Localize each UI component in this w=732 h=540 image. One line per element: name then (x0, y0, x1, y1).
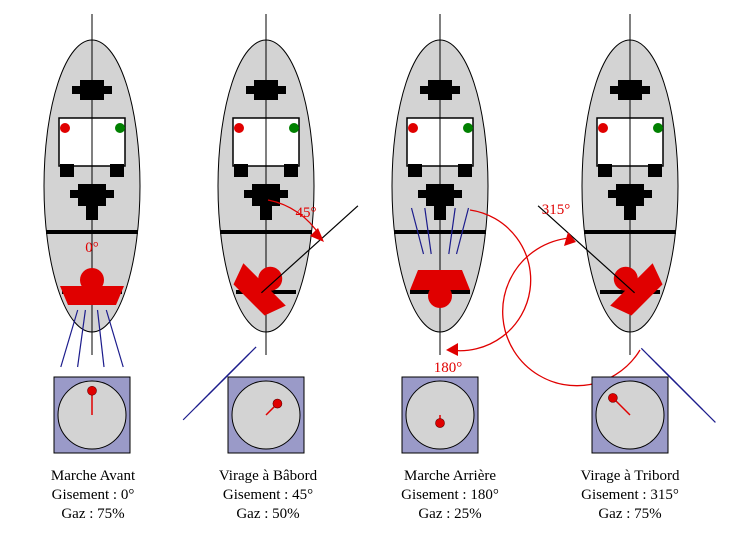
rudder-shroud (233, 263, 286, 316)
cabin-foot-left (408, 164, 422, 177)
caption-heading-line: Gisement : 315° (581, 487, 679, 503)
rudder-shroud (610, 263, 663, 316)
cabin-foot-left (60, 164, 74, 177)
caption-heading-line: Gisement : 45° (222, 487, 314, 503)
throttle-gauge (227, 376, 305, 454)
rudder-shroud (410, 270, 470, 290)
port-light (598, 123, 608, 133)
wake-line (448, 207, 456, 255)
port-light (234, 123, 244, 133)
angle-label: 0° (85, 240, 99, 256)
starboard-light (289, 123, 299, 133)
caption-throttle-line: Gaz : 25% (418, 506, 482, 522)
boat-panel-virage-babord: 45° (182, 14, 359, 454)
wake-line (424, 207, 432, 255)
wake-line (105, 309, 124, 368)
caption-title: Marche Avant (50, 468, 136, 484)
wake-line (410, 207, 425, 255)
cabin-foot-right (110, 164, 124, 177)
bearing-line (261, 205, 359, 294)
boat-panel-virage-tribord: 315° (502, 14, 716, 454)
cabin-foot-left (598, 164, 612, 177)
arc-arrowhead (564, 232, 576, 246)
cabin-foot-right (648, 164, 662, 177)
throttle-gauge (401, 376, 479, 454)
rudder-shroud (60, 286, 124, 305)
wake-line (96, 309, 105, 368)
angle-label: 45° (296, 205, 317, 221)
bearing-arc (449, 209, 532, 352)
boat-panel-marche-avant: 0° (43, 14, 141, 454)
caption-title: Virage à Bâbord (218, 468, 318, 484)
starboard-light (115, 123, 125, 133)
gauge-needle-tip (272, 398, 283, 409)
boat-panel-marche-arriere: 180° (391, 14, 532, 454)
caption-title: Marche Arrière (403, 468, 497, 484)
arc-arrowhead (446, 343, 458, 356)
cabin-foot-right (284, 164, 298, 177)
starboard-light (463, 123, 473, 133)
port-light (408, 123, 418, 133)
wake-line (60, 309, 79, 368)
caption-throttle-line: Gaz : 75% (598, 506, 662, 522)
caption-throttle-line: Gaz : 75% (61, 506, 125, 522)
bearing-line (537, 205, 635, 294)
throttle-gauge (591, 376, 669, 454)
throttle-gauge (53, 376, 131, 454)
caption-throttle-line: Gaz : 50% (236, 506, 300, 522)
cabin-foot-left (234, 164, 248, 177)
starboard-light (653, 123, 663, 133)
wake-line (77, 309, 86, 368)
port-light (60, 123, 70, 133)
angle-label: 180° (434, 360, 463, 376)
gauge-needle-tip (608, 393, 618, 403)
angle-label: 315° (542, 202, 571, 218)
gauge-needle-tip (87, 385, 97, 396)
wake-line (220, 346, 257, 383)
caption-title: Virage à Tribord (580, 468, 680, 484)
wake-line (455, 207, 470, 255)
rudder-assembly (610, 263, 663, 316)
caption-heading-line: Gisement : 180° (401, 487, 499, 503)
rudder-assembly (233, 263, 286, 316)
cabin-foot-right (458, 164, 472, 177)
wake-line (662, 369, 716, 423)
gauge-needle-tip (435, 418, 445, 428)
arc-arrowhead (310, 228, 324, 242)
caption-heading-line: Gisement : 0° (51, 487, 135, 503)
